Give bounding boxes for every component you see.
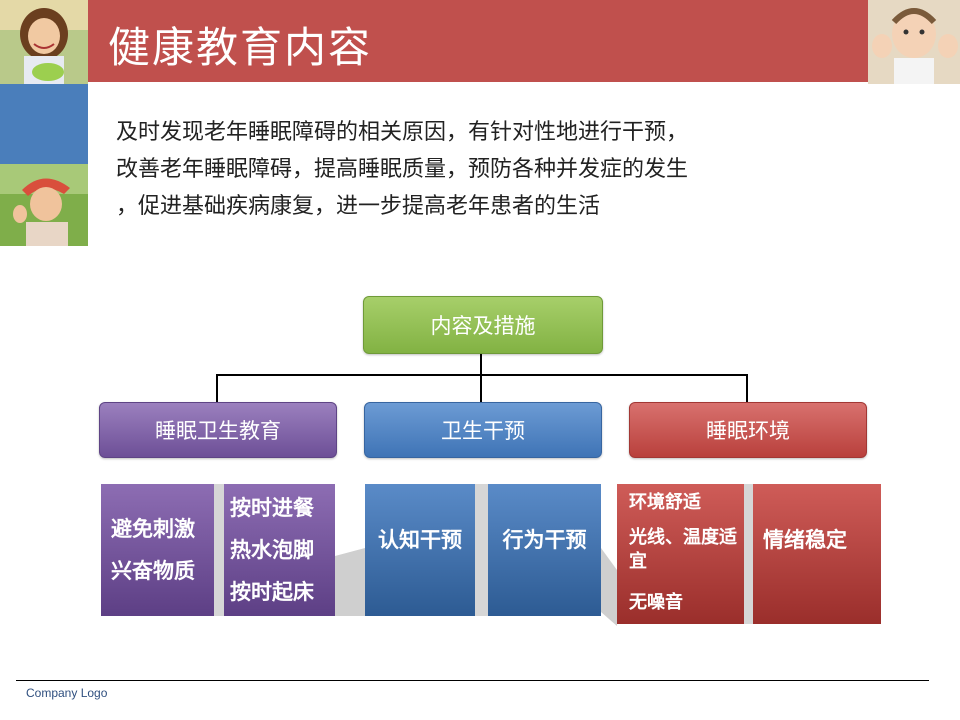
- detail-item: 按时起床: [230, 579, 314, 604]
- connector-line: [480, 374, 482, 402]
- branch-node-sleep-hygiene: 睡眠卫生教育: [99, 402, 337, 458]
- branch-node-environment: 睡眠环境: [629, 402, 867, 458]
- title-bar: [88, 0, 868, 82]
- baby-photo-image: [868, 0, 960, 84]
- branch-node-intervention: 卫生干预: [364, 402, 602, 458]
- footer-divider: [16, 680, 929, 681]
- intro-text: 及时发现老年睡眠障碍的相关原因，有针对性地进行干预， 改善老年睡眠障碍，提高睡眠…: [116, 114, 836, 225]
- page-title: 健康教育内容: [108, 23, 373, 72]
- gray-connector: [475, 484, 488, 616]
- company-logo: Company Logo: [26, 686, 108, 700]
- detail-item: 无噪音: [629, 592, 683, 613]
- detail-box: 按时进餐 热水泡脚 按时起床: [224, 484, 335, 616]
- detail-item: 情绪稳定: [763, 527, 847, 552]
- intro-line: 及时发现老年睡眠障碍的相关原因，有针对性地进行干预，: [116, 120, 689, 145]
- connector-line: [216, 374, 748, 376]
- root-node: 内容及措施: [363, 296, 603, 354]
- connector-line: [746, 374, 748, 402]
- detail-item: 行为干预: [502, 527, 587, 552]
- detail-box: 认知干预: [365, 484, 475, 616]
- detail-box: 避免刺激 兴奋物质: [101, 484, 214, 616]
- detail-item: 热水泡脚: [230, 537, 314, 562]
- detail-box: 环境舒适 光线、温度适宜 无噪音: [617, 484, 744, 624]
- detail-item: 光线、温度适宜: [629, 527, 737, 572]
- detail-box: 情绪稳定: [753, 484, 881, 624]
- gray-connector: [214, 484, 224, 616]
- detail-item: 认知干预: [378, 527, 462, 552]
- gray-connector: [744, 484, 753, 624]
- girl-photo-image: [0, 0, 88, 84]
- connector-line: [480, 352, 482, 374]
- detail-item: 兴奋物质: [111, 558, 195, 583]
- detail-item: 避免刺激: [111, 516, 195, 541]
- detail-box: 行为干预: [488, 484, 601, 616]
- gray-arrow-shape: [335, 548, 365, 616]
- connector-line: [216, 374, 218, 402]
- gray-arrow-shape: [601, 548, 617, 626]
- detail-item: 按时进餐: [230, 495, 314, 520]
- intro-line: ，促进基础疾病康复，进一步提高老年患者的生活: [116, 194, 601, 219]
- accent-block: [0, 84, 88, 164]
- intro-line: 改善老年睡眠障碍，提高睡眠质量，预防各种并发症的发生: [116, 157, 689, 182]
- boy-photo-image: [0, 164, 88, 246]
- detail-item: 环境舒适: [629, 492, 701, 513]
